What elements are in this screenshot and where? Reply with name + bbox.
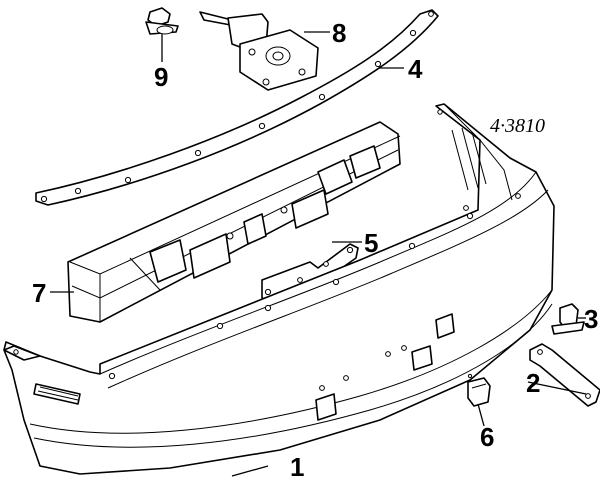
- callout-8: 8: [332, 18, 346, 48]
- callout-6: 6: [480, 422, 494, 452]
- rear-bumper-cover: [3, 103, 555, 475]
- side-bracket: [529, 343, 600, 407]
- leader-lines: [50, 31, 587, 477]
- mounting-stay: [199, 11, 319, 91]
- callout-9: 9: [154, 62, 168, 92]
- callout-3: 3: [584, 304, 598, 334]
- callout-1: 1: [290, 452, 304, 482]
- reference-code: 4·3810: [490, 115, 545, 137]
- callout-5: 5: [364, 228, 378, 258]
- callout-7: 7: [32, 278, 46, 308]
- callout-2: 2: [526, 368, 540, 398]
- callout-4: 4: [408, 54, 423, 84]
- upper-retainer-strip: [35, 9, 439, 206]
- impact-absorber-reinforcement: [67, 121, 401, 323]
- push-clip: [551, 303, 585, 335]
- grommet-clip: [145, 7, 179, 35]
- retainer-nut: [467, 373, 491, 407]
